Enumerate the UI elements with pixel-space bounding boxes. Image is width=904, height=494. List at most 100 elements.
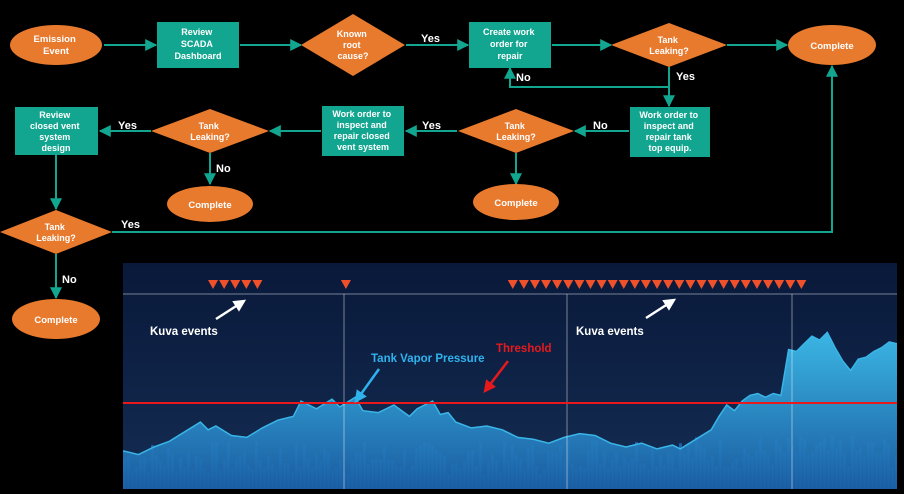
node-work-order-tank-top-line: top equip. — [649, 143, 692, 153]
event-marker — [230, 280, 241, 289]
node-known-root-cause-line: root — [343, 40, 361, 50]
node-work-order-tank-top-line: Work order to — [639, 110, 698, 120]
node-complete-mid-right-label: Complete — [494, 198, 537, 209]
event-marker — [241, 280, 252, 289]
series-line — [123, 331, 897, 456]
tank-vapor-pressure-arrow — [354, 368, 381, 404]
event-markers-layer — [208, 280, 807, 289]
event-marker — [252, 280, 263, 289]
event-marker — [518, 280, 529, 289]
node-complete-top-label: Complete — [810, 41, 853, 52]
node-create-work-order-line: order for — [490, 39, 528, 49]
event-marker — [652, 280, 663, 289]
node-tank-leaking-top-line: Tank — [658, 35, 679, 45]
event-marker — [541, 280, 552, 289]
node-work-order-closed-vent-line: vent system — [337, 142, 389, 152]
threshold-label: Threshold — [496, 343, 552, 355]
node-complete-bottom-label: Complete — [34, 315, 77, 326]
event-marker — [596, 280, 607, 289]
kuva-events-right-label: Kuva events — [576, 326, 644, 338]
connectors — [50, 39, 838, 300]
kuva-events-left-label: Kuva events — [150, 326, 218, 338]
svg-text:Known root cau: Known root cause? — [337, 29, 370, 61]
svg-text:Review closed vent: Review closed vent system design — [30, 110, 82, 153]
node-complete-mid-left-label: Complete — [188, 200, 231, 211]
node-tank-leaking-mid-right: Tank Leaking? — [458, 109, 574, 153]
event-marker — [774, 280, 785, 289]
flowchart-nodes: Emission Event Complete Complete Complet… — [0, 14, 876, 339]
node-tank-leaking-mid-left-line: Tank — [199, 121, 220, 131]
svg-text:Create work order for: Create work order for repair — [483, 27, 537, 61]
vapor-pressure-chart: Kuva events Kuva events Tank Vapor Press… — [123, 263, 897, 489]
event-marker — [219, 280, 230, 289]
connector-bottom-yes-to-complete-top — [112, 64, 838, 233]
node-work-order-closed-vent-line: repair closed — [334, 131, 390, 141]
event-marker — [563, 280, 574, 289]
event-marker — [674, 280, 685, 289]
event-marker — [552, 280, 563, 289]
event-marker — [663, 280, 674, 289]
node-tank-leaking-top: Tank Leaking? — [611, 23, 727, 67]
edge-label-yes-known-root: Yes — [421, 33, 440, 45]
event-marker — [729, 280, 740, 289]
event-marker — [607, 280, 618, 289]
node-create-work-order-line: repair — [497, 51, 523, 61]
event-marker — [640, 280, 651, 289]
edge-label-no-top: No — [516, 72, 531, 84]
edge-label-yes-mid-left: Yes — [118, 120, 137, 132]
node-work-order-tank-top: Work order to inspect and repair tank to… — [630, 107, 710, 157]
node-review-closed-vent-line: design — [41, 143, 70, 153]
edge-label-yes-top: Yes — [676, 71, 695, 83]
tank-vapor-pressure-label: Tank Vapor Pressure — [371, 353, 485, 365]
svg-text:Work order to inspect: Work order to inspect and repair tank to… — [639, 110, 700, 153]
event-marker — [629, 280, 640, 289]
node-complete-mid-left: Complete — [167, 186, 253, 222]
event-marker — [763, 280, 774, 289]
node-work-order-closed-vent-line: Work order to — [332, 109, 391, 119]
event-marker — [707, 280, 718, 289]
node-create-work-order: Create work order for repair — [469, 22, 551, 68]
edge-label-yes-mid-right: Yes — [422, 120, 441, 132]
node-review-closed-vent-line: closed vent — [30, 121, 80, 131]
node-tank-leaking-top-line: Leaking? — [649, 46, 689, 56]
node-review-scada-line: Review — [181, 27, 213, 37]
svg-text:Emission Event: Emission Event — [34, 34, 79, 57]
svg-text:Review SCADA D: Review SCADA Dashboard — [174, 27, 221, 61]
node-tank-leaking-mid-right-line: Leaking? — [496, 132, 536, 142]
svg-text:Tank Leaking?: Tank Leaking? — [496, 121, 536, 142]
node-review-closed-vent: Review closed vent system design — [15, 107, 98, 155]
event-marker — [796, 280, 807, 289]
node-tank-leaking-bottom-line: Tank — [45, 222, 66, 232]
node-review-scada-line: SCADA — [181, 39, 214, 49]
kuva-events-left-arrow — [215, 299, 247, 321]
node-tank-leaking-mid-left: Tank Leaking? — [151, 109, 269, 153]
node-create-work-order-line: Create work — [483, 27, 536, 37]
svg-text:Tank Leaking?: Tank Leaking? — [36, 222, 76, 243]
series-area — [123, 332, 897, 489]
node-tank-leaking-bottom-line: Leaking? — [36, 233, 76, 243]
event-marker — [507, 280, 518, 289]
node-complete-mid-right: Complete — [473, 184, 559, 220]
node-work-order-tank-top-line: repair tank — [646, 132, 693, 142]
chart-grid — [123, 293, 897, 489]
node-tank-leaking-mid-right-line: Tank — [505, 121, 526, 131]
event-marker — [529, 280, 540, 289]
event-marker — [208, 280, 219, 289]
event-marker — [340, 280, 351, 289]
event-marker — [585, 280, 596, 289]
event-marker — [574, 280, 585, 289]
event-marker — [751, 280, 762, 289]
node-review-scada: Review SCADA Dashboard — [157, 22, 239, 68]
node-emission-event-line: Event — [43, 46, 70, 57]
edge-label-no-bottom: No — [62, 274, 77, 286]
svg-text:Tank Leaking?: Tank Leaking? — [190, 121, 230, 142]
edge-label-yes-bottom: Yes — [121, 219, 140, 231]
event-marker — [696, 280, 707, 289]
event-marker — [718, 280, 729, 289]
edge-label-no-mid-left: No — [216, 163, 231, 175]
kuva-events-right-arrow — [645, 298, 677, 320]
node-complete-top: Complete — [788, 25, 876, 65]
node-work-order-closed-vent-line: inspect and — [337, 120, 387, 130]
event-marker — [685, 280, 696, 289]
